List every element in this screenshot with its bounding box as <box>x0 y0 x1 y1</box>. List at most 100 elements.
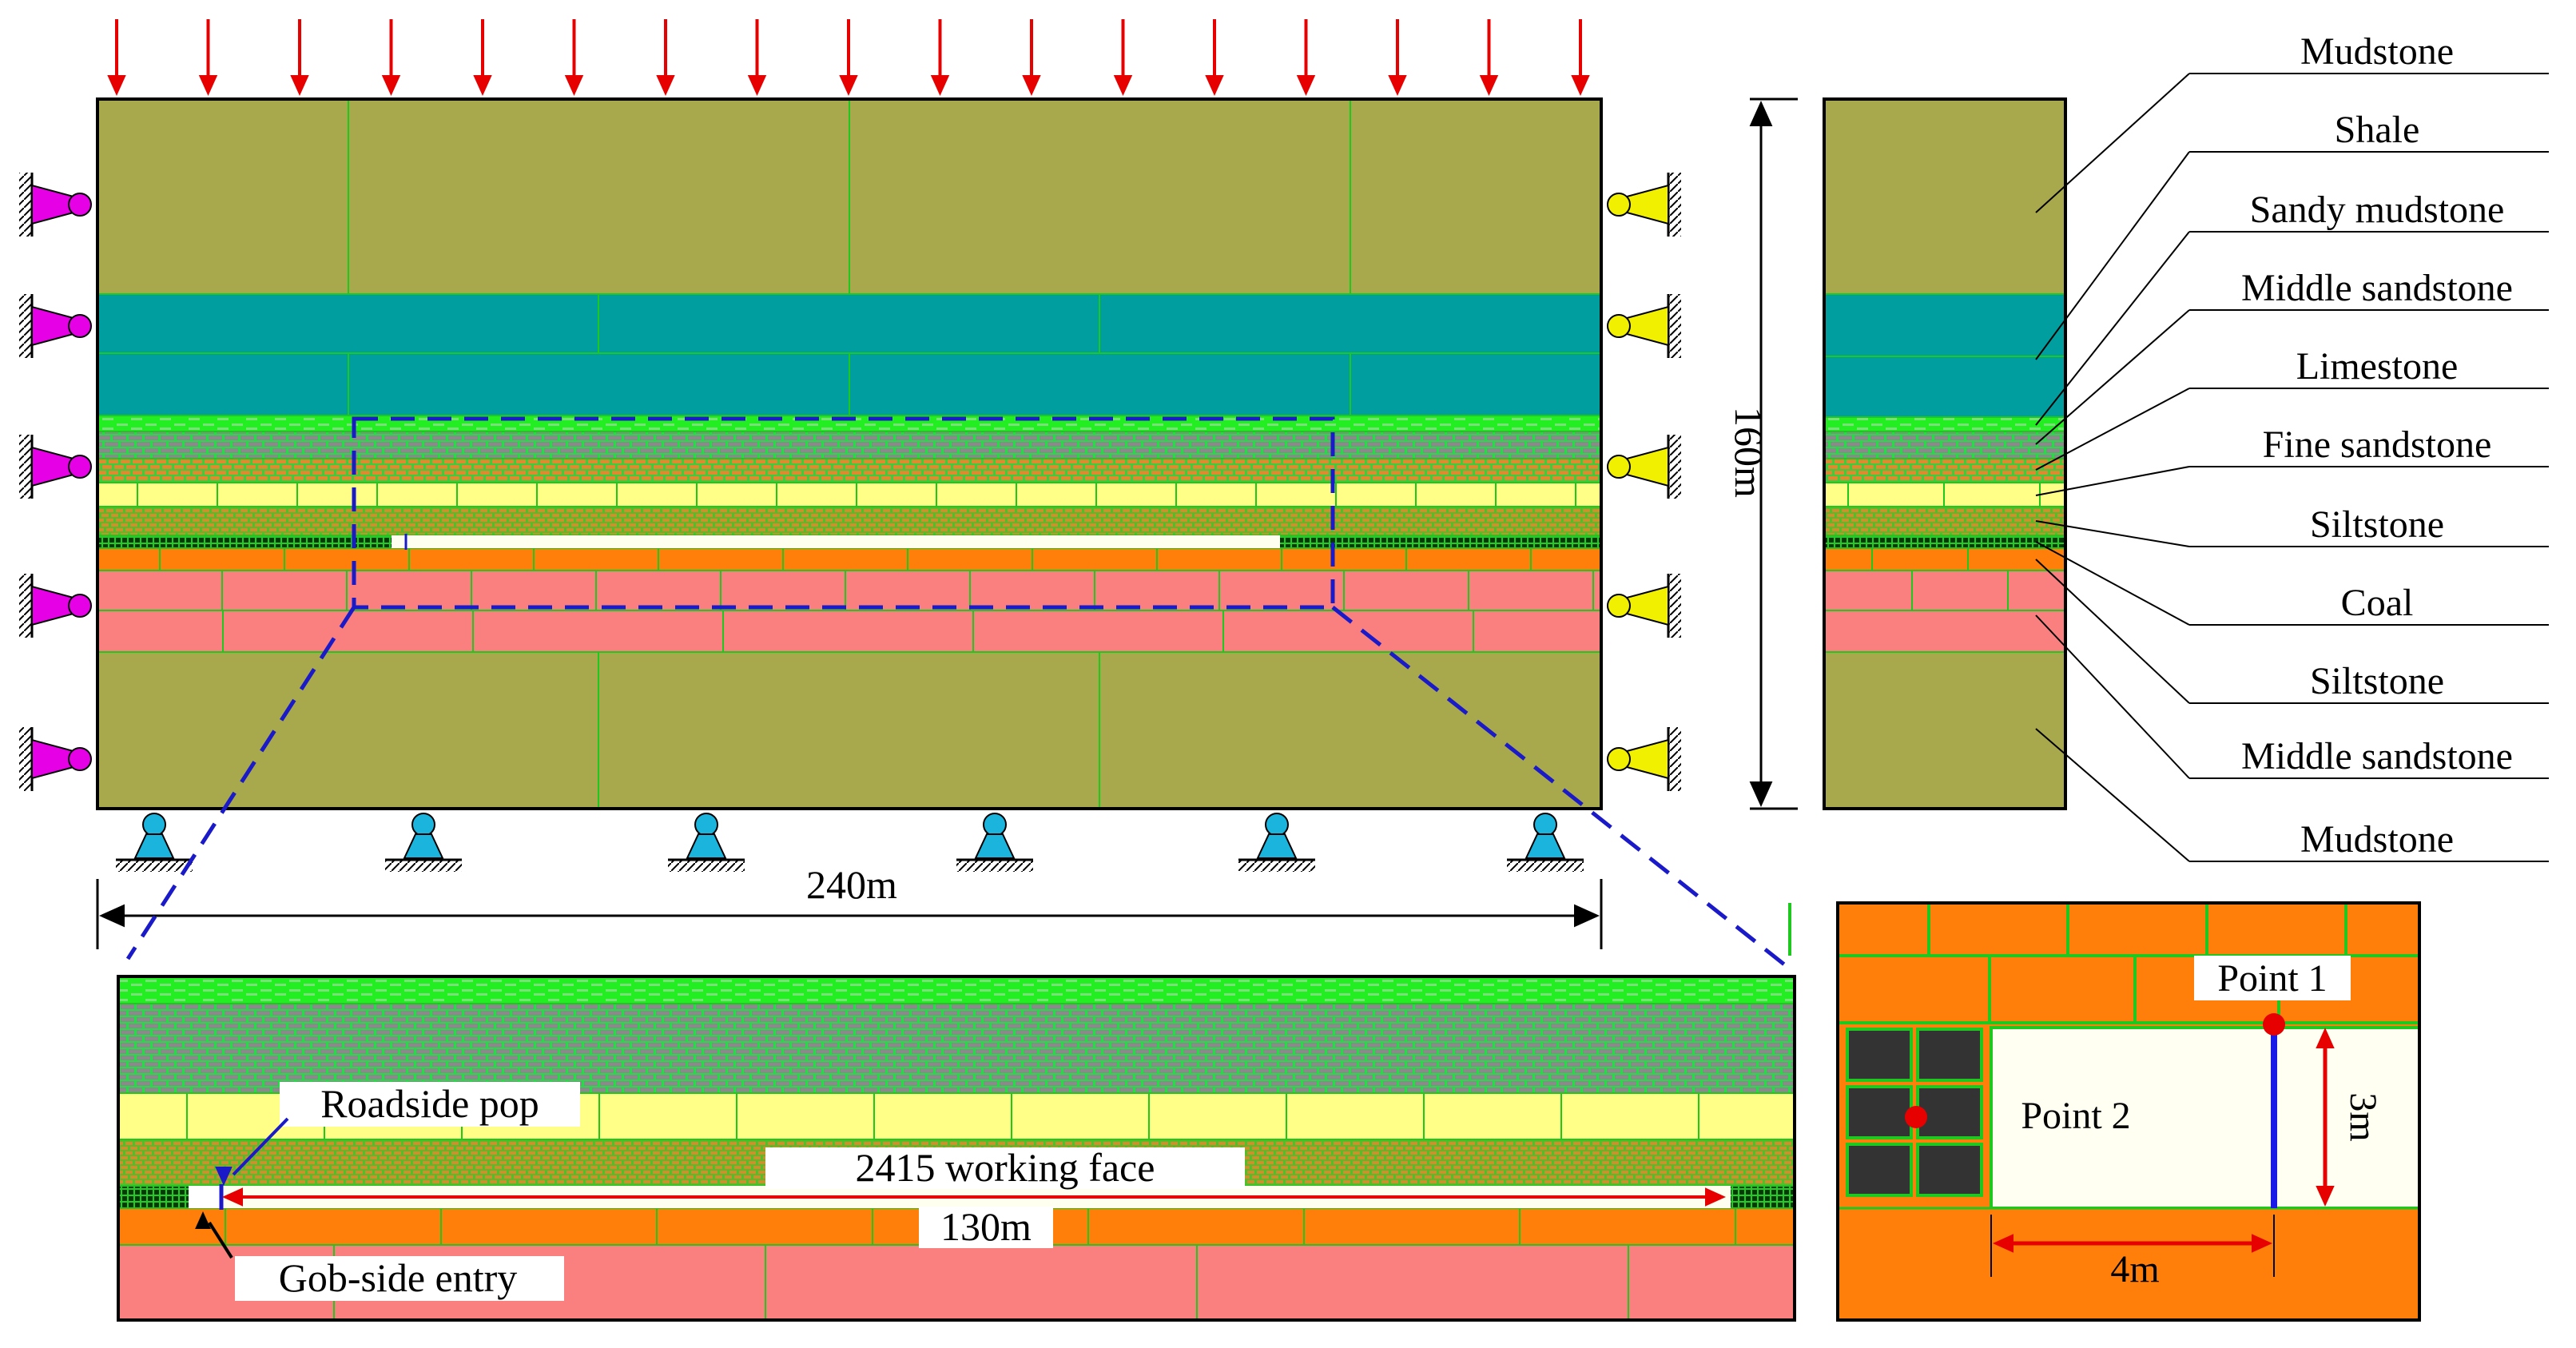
working-face-label-bg <box>765 1147 1245 1189</box>
col-sandy-mudstone-band <box>1823 416 2066 432</box>
bottom-support-body <box>686 833 727 859</box>
detail-floor <box>1836 1207 2421 1322</box>
height-arrow-bottom <box>1749 781 1773 807</box>
legend-leader <box>2035 520 2190 547</box>
detail-coal-block <box>1916 1143 1983 1197</box>
left-wall-hatch <box>19 727 32 791</box>
legend-leader <box>2035 73 2190 213</box>
right-wall-hatch <box>1668 294 1681 358</box>
load-arrow-head <box>290 75 309 96</box>
mudstone-bottom-band <box>97 651 1602 809</box>
boundary-supports <box>19 173 1681 872</box>
bottom-ground-hatch <box>1238 861 1315 872</box>
limestone-band <box>97 458 1602 483</box>
detail-coal-block <box>1846 1028 1913 1082</box>
left-support-body <box>31 585 74 626</box>
legend-label-9: Middle sandstone <box>2241 735 2513 777</box>
fine-sandstone-band <box>97 482 1602 507</box>
legend-label-0: Mudstone <box>2300 30 2454 73</box>
load-arrow-head <box>1388 75 1407 96</box>
bottom-support-roller <box>411 813 435 837</box>
gob-side-label-bg <box>235 1256 564 1301</box>
right-wall-hatch <box>1668 173 1681 237</box>
load-arrow-head <box>1479 75 1499 96</box>
legend-leader <box>2035 388 2190 471</box>
roadside-pop-label: Roadside pop <box>320 1081 539 1126</box>
bottom-support-body <box>1525 833 1566 859</box>
left-wall-hatch <box>19 435 32 499</box>
bottom-support-roller <box>694 813 718 837</box>
legend-leader <box>2035 309 2190 445</box>
middle-sandstone-lower-band <box>97 547 1602 571</box>
shale-upper-band <box>97 293 1602 354</box>
mudstone-pink-a-band <box>97 570 1602 611</box>
zoom-gob-side-entry <box>189 1186 221 1208</box>
right-wall-hatch <box>1668 435 1681 499</box>
working-face-zoom: 2415 working face 130m Roadside popGob-sid… <box>117 975 1796 1322</box>
point2-marker <box>1905 1106 1927 1128</box>
face-length-arrow-right <box>1705 1187 1726 1207</box>
legend-leader <box>2035 466 2190 496</box>
left-support-roller <box>68 193 92 217</box>
working-face-label: 2415 working face <box>856 1145 1155 1190</box>
detail-width-label: 4m <box>2110 1248 2159 1290</box>
col-mudstone-bottom-band <box>1823 651 2066 809</box>
bottom-support-body <box>403 833 444 859</box>
left-wall-hatch <box>19 294 32 358</box>
right-support-roller <box>1607 193 1631 217</box>
left-support-roller <box>68 314 92 338</box>
bottom-ground-hatch <box>1507 861 1584 872</box>
left-support-body <box>31 305 74 347</box>
legend-label-10: Mudstone <box>2300 818 2454 861</box>
mudstone-pink-b-band <box>97 610 1602 653</box>
bottom-ground-hatch <box>385 861 462 872</box>
zoom-window <box>352 416 1335 610</box>
legend-label-8: Siltstone <box>2310 660 2444 702</box>
bottom-ground-hatch <box>956 861 1033 872</box>
gob-side-entry-label: Gob-side entry <box>279 1255 518 1300</box>
height-arrow-top <box>1749 101 1773 126</box>
width-arrow-right <box>1574 904 1600 928</box>
legend-label-2: Sandy mudstone <box>2250 189 2505 231</box>
load-arrow-head <box>198 75 218 96</box>
zoom-connector-right <box>1331 606 1793 972</box>
col-shale-a-band <box>1823 293 2066 357</box>
col-mudstone-top-band <box>1823 98 2066 295</box>
roadside-pop-label-bg <box>280 1082 580 1127</box>
height-measure-arrow-top <box>2316 1028 2335 1048</box>
load-arrow-head <box>656 75 675 96</box>
left-support-body <box>31 738 74 780</box>
col-limestone-band <box>1823 458 2066 483</box>
load-arrow-head <box>381 75 401 96</box>
face-length-label-bg <box>919 1207 1053 1248</box>
legend-leader <box>2035 728 2190 862</box>
col-shale-b-band <box>1823 356 2066 418</box>
load-arrow-head <box>473 75 492 96</box>
bottom-ground-hatch <box>116 861 193 872</box>
model-outline <box>96 97 1603 810</box>
right-support-body <box>1626 305 1669 347</box>
left-support-body <box>31 184 74 225</box>
right-support-roller <box>1607 455 1631 479</box>
left-support-body <box>31 446 74 487</box>
face-length-label: 130m <box>940 1204 1032 1249</box>
col-middle-sandstone-lower-band <box>1823 547 2066 571</box>
load-arrow-head <box>1571 75 1590 96</box>
load-arrow-head <box>1113 75 1133 96</box>
roadside-pop-leader <box>232 1117 289 1176</box>
zoom-outline <box>117 975 1796 1322</box>
gob-side-leader <box>208 1221 233 1259</box>
bottom-ground-hatch <box>668 861 745 872</box>
point1-label-bg <box>2194 956 2351 1000</box>
bottom-support-roller <box>1265 813 1289 837</box>
right-support-body <box>1626 738 1669 780</box>
load-arrow-head <box>1296 75 1316 96</box>
bottom-support-body <box>133 833 175 859</box>
width-measure-arrow-right <box>2252 1234 2272 1253</box>
point1-marker <box>2263 1013 2285 1036</box>
zoom-middle-sandstone-band <box>117 1003 1795 1094</box>
load-arrow-head <box>107 75 126 96</box>
middle-sandstone-upper-band <box>97 431 1602 459</box>
